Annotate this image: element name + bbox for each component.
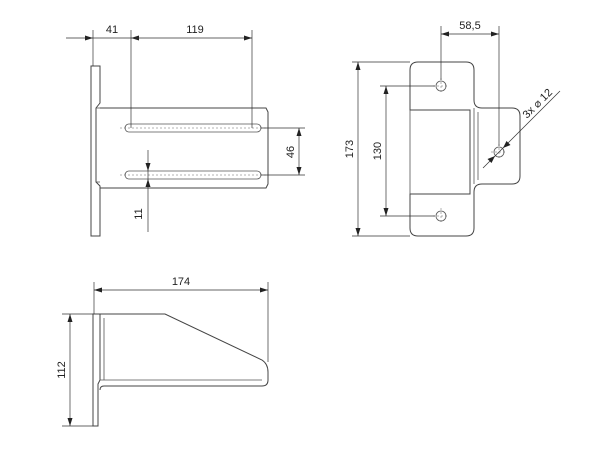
arrow (145, 163, 151, 171)
dim-label-11: 11 (133, 208, 145, 219)
arrow (94, 287, 102, 293)
top-view: 174 112 (56, 276, 269, 427)
arrow (355, 62, 361, 70)
arrow (383, 86, 389, 94)
arrow (145, 179, 151, 187)
arrow (491, 31, 499, 37)
arrow (244, 35, 252, 41)
front-view: 41 119 46 11 (66, 24, 305, 237)
dim-label-58-5: 58,5 (459, 20, 480, 32)
dim-label-41: 41 (106, 24, 118, 36)
side-view: 58,5 173 130 3x ⌀ 12 (344, 20, 561, 237)
arrow (296, 167, 302, 175)
dim-label-130: 130 (372, 142, 384, 160)
dim-label-112: 112 (56, 361, 68, 379)
arrow (85, 35, 93, 41)
hole-leader-line (482, 90, 561, 169)
dim-label-173: 173 (344, 140, 356, 158)
arrow (383, 208, 389, 216)
arrow (67, 314, 73, 322)
dim-label-119: 119 (186, 24, 204, 36)
side-plate (409, 61, 521, 237)
arrow (67, 418, 73, 426)
arrow (441, 31, 449, 37)
dim-label-174: 174 (172, 276, 190, 288)
top-flange (92, 313, 101, 427)
arrow (503, 141, 511, 148)
hole-note-label: 3x ⌀ 12 (521, 87, 555, 121)
arrow (355, 228, 361, 236)
front-body (100, 107, 269, 189)
dim-label-46: 46 (285, 146, 297, 158)
front-flange (90, 65, 101, 237)
top-plate (99, 313, 269, 391)
arrow (260, 287, 268, 293)
arrow (487, 156, 495, 163)
arrow (296, 128, 302, 136)
